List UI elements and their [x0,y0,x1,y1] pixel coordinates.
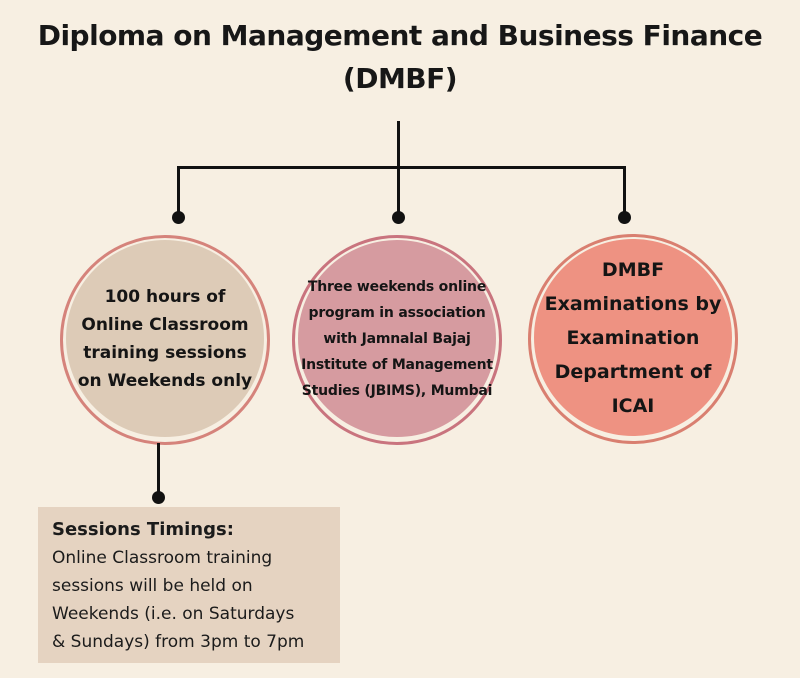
connector-dot-timings [152,491,165,504]
node-circle-icai-exams-label: DMBF Examinations by Examination Departm… [534,239,732,436]
session-timings-text: Online Classroom training sessions will … [52,548,305,652]
connector-line-timings [157,443,160,495]
session-timings-heading: Sessions Timings: [52,519,234,540]
connector-line-stem [397,121,400,168]
connector-dot-right [618,211,631,224]
node-circle-jbims-program-label: Three weekends online program in associa… [298,240,496,437]
connector-dot-left [172,211,185,224]
page-title: Diploma on Management and Business Finan… [37,19,763,95]
connector-line-drop-right [623,166,626,213]
node-circle-icai-exams: DMBF Examinations by Examination Departm… [528,234,738,444]
session-timings-box: Sessions Timings: Online Classroom train… [38,507,340,663]
node-circle-online-training: 100 hours of Online Classroom training s… [60,235,270,445]
node-circle-jbims-program: Three weekends online program in associa… [292,235,502,445]
connector-line-horizontal [177,166,626,169]
connector-dot-middle [392,211,405,224]
connector-line-drop-left [177,166,180,213]
connector-line-drop-middle [397,166,400,213]
node-circle-online-training-label: 100 hours of Online Classroom training s… [66,240,264,437]
